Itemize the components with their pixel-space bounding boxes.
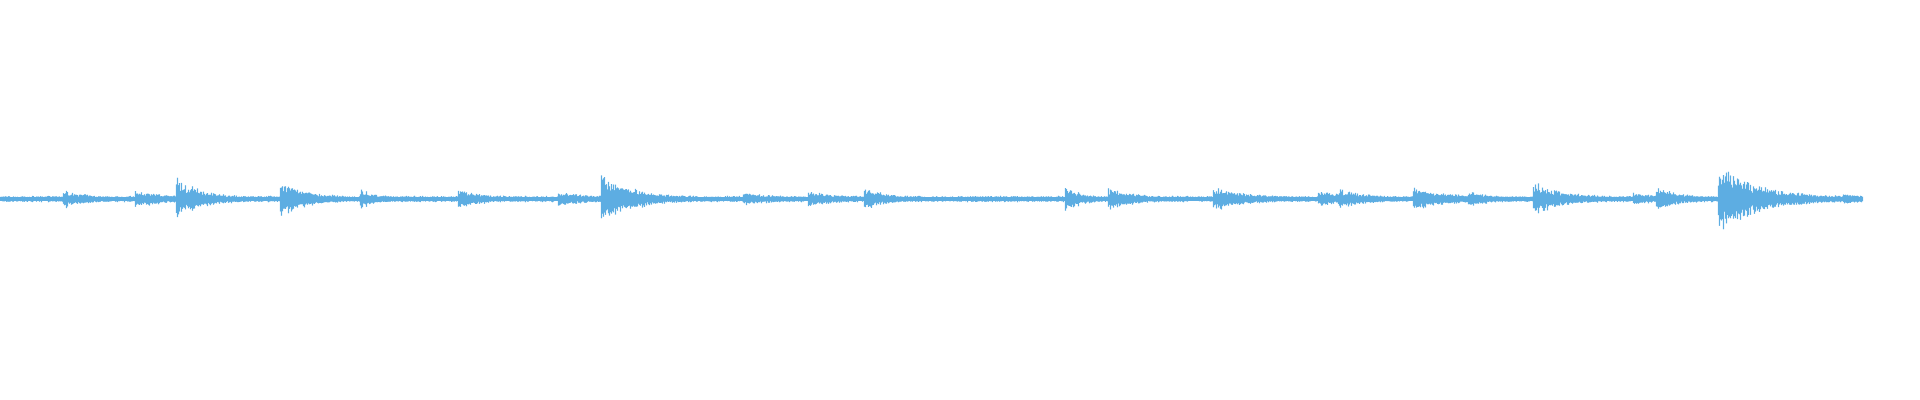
waveform-baseline [0,197,1862,201]
